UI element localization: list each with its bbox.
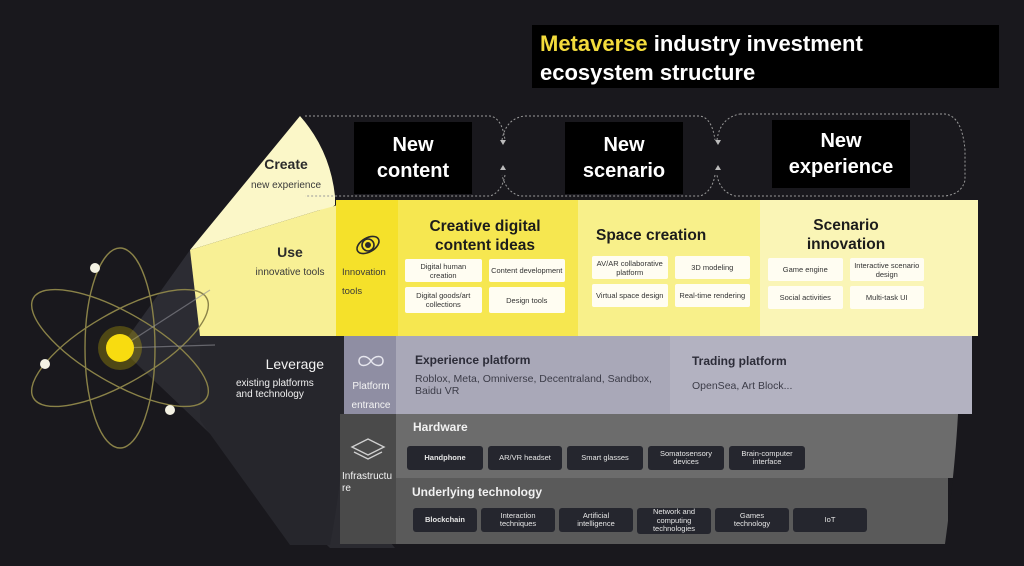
chip: Multi-task UI bbox=[849, 286, 924, 309]
layers-icon bbox=[350, 438, 386, 460]
hardware-title: Hardware bbox=[413, 420, 468, 434]
stage-new-experience: New experience bbox=[772, 120, 910, 188]
title-highlight: Metaverse bbox=[540, 31, 648, 56]
chip: Real-time rendering bbox=[674, 284, 750, 307]
layer-leverage-label: Leverage bbox=[265, 356, 324, 372]
column-space-creation: Space creation AV/AR collaborative platf… bbox=[592, 226, 750, 307]
trading-platform: Trading platform OpenSea, Art Block... bbox=[692, 354, 793, 392]
technology-title: Underlying technology bbox=[412, 485, 543, 499]
technology-chip: Blockchain bbox=[413, 508, 477, 532]
layer-use-label: Use bbox=[277, 244, 303, 260]
chip: AV/AR collaborative platform bbox=[592, 256, 668, 279]
technology-chip: Interaction techniques bbox=[481, 508, 555, 532]
innovation-tools-label: Innovation tools bbox=[338, 232, 398, 301]
technology-chip: Artificial intelligence bbox=[559, 508, 633, 532]
experience-platform: Experience platform Roblox, Meta, Omnive… bbox=[415, 353, 652, 397]
hardware-chip: Brain-computer interface bbox=[729, 446, 805, 470]
hardware-chip: AR/VR headset bbox=[488, 446, 562, 470]
chip: Interactive scenario design bbox=[849, 258, 924, 281]
chip: Digital goods/art collections bbox=[405, 287, 482, 313]
planet-icon bbox=[356, 235, 380, 255]
stage-new-content: New content bbox=[354, 122, 472, 194]
column-creative-content: Creative digital content ideas Digital h… bbox=[405, 217, 565, 313]
hardware-chip: Somatosensory devices bbox=[648, 446, 724, 470]
chip: Social activities bbox=[768, 286, 843, 309]
technology-chip: IoT bbox=[793, 508, 867, 532]
column-title: Scenario innovation bbox=[806, 217, 886, 253]
layer-use-sub: innovative tools bbox=[255, 267, 325, 278]
chip: Design tools bbox=[488, 287, 565, 313]
technology-chip: Games technology bbox=[715, 508, 789, 532]
hardware-chip: Handphone bbox=[407, 446, 483, 470]
platform-entrance-label: Platform entrance bbox=[346, 352, 396, 415]
layer-leverage: Leverage existing platforms and technolo… bbox=[236, 356, 336, 400]
atom-icon bbox=[30, 247, 210, 449]
chip: Digital human creation bbox=[405, 259, 482, 282]
title-line1: industry investment bbox=[647, 31, 863, 56]
create-wedge bbox=[190, 116, 335, 250]
layer-create-sub: new experience bbox=[250, 180, 322, 191]
infinity-icon bbox=[358, 355, 384, 367]
layer-leverage-sub: existing platforms and technology bbox=[236, 378, 314, 400]
layer-use: Use innovative tools bbox=[240, 244, 340, 278]
chip: Game engine bbox=[768, 258, 843, 281]
chip: Content development bbox=[488, 259, 565, 282]
technology-list: Blockchain Interaction techniques Artifi… bbox=[413, 508, 867, 534]
hardware-list: Handphone AR/VR headset Smart glasses So… bbox=[407, 446, 805, 470]
stage-new-scenario: New scenario bbox=[565, 122, 683, 194]
hardware-chip: Smart glasses bbox=[567, 446, 643, 470]
title-line2: ecosystem structure bbox=[540, 60, 756, 85]
page-title: Metaverse industry investment ecosystem … bbox=[532, 25, 999, 88]
column-scenario-innovation: Scenario innovation Game engine Interact… bbox=[768, 216, 924, 309]
technology-chip: Network and computing technologies bbox=[637, 508, 711, 534]
column-title: Space creation bbox=[596, 227, 707, 244]
infrastructure-label: Infrastructure bbox=[342, 436, 396, 495]
layer-create: Create new experience bbox=[236, 156, 336, 191]
chip: 3D modeling bbox=[674, 256, 750, 279]
layer-create-label: Create bbox=[264, 156, 308, 172]
use-wedge bbox=[190, 205, 345, 336]
column-title: Creative digital content ideas bbox=[429, 218, 541, 254]
chip: Virtual space design bbox=[592, 284, 668, 307]
